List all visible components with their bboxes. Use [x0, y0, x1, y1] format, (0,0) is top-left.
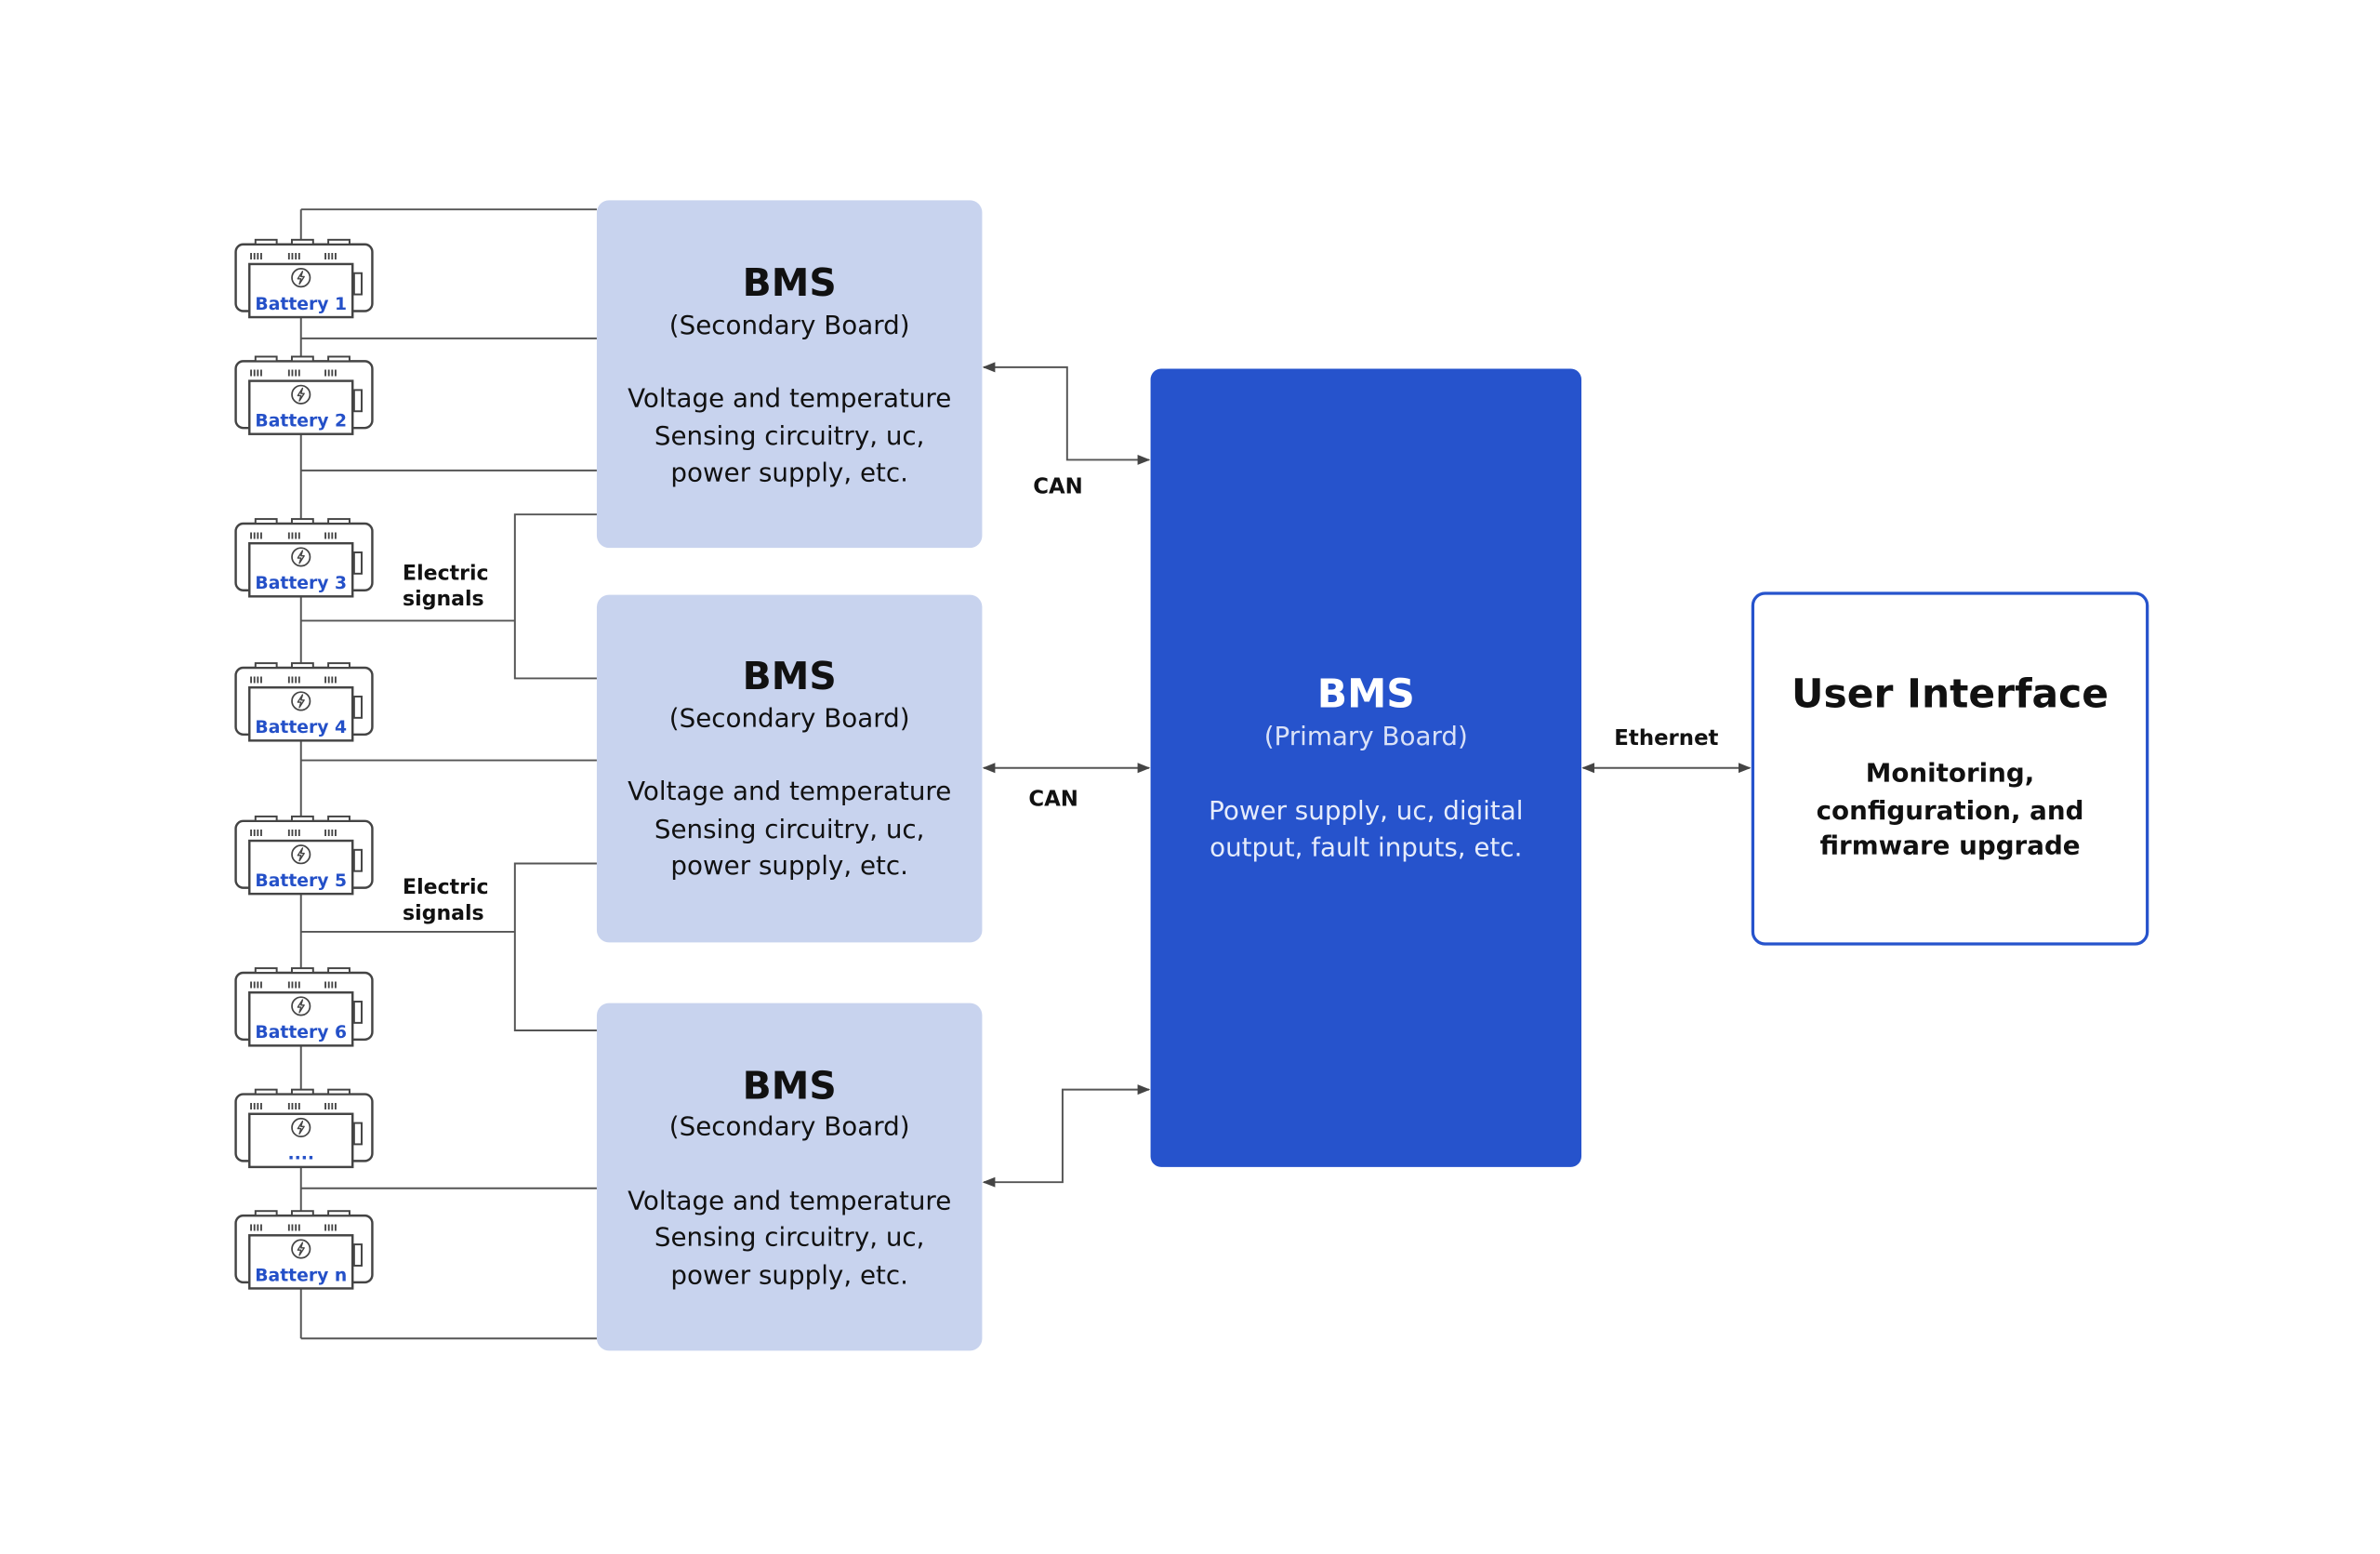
board-description: Voltage and temperature: [628, 776, 951, 806]
ui-description: configuration, and: [1817, 795, 2084, 826]
board-description: power supply, etc.: [670, 850, 908, 881]
svg-text:IIII: IIII: [324, 675, 337, 685]
can-label: CAN: [1028, 788, 1078, 812]
svg-text:IIII: IIII: [287, 829, 301, 839]
board-description: output, fault inputs, etc.: [1210, 831, 1522, 862]
battery-icon: IIII IIII IIII Battery n: [234, 1210, 374, 1290]
ui-title: User Interface: [1792, 671, 2109, 717]
can-connection-3: [982, 1084, 1151, 1188]
battery-icon: IIII IIII IIII Battery 4: [234, 662, 374, 742]
board-description: Sensing circuitry, uc,: [654, 814, 925, 844]
battery-label: Battery 4: [255, 718, 347, 737]
battery-icon: IIII IIII IIII ....: [234, 1088, 374, 1169]
svg-text:IIII: IIII: [324, 531, 337, 541]
electric-signals-label: Electric signals: [403, 562, 496, 611]
battery-label: Battery 2: [255, 412, 347, 432]
battery-icon: IIII IIII IIII Battery 6: [234, 967, 374, 1047]
can-connection-1: CAN: [982, 362, 1151, 498]
svg-text:IIII: IIII: [287, 531, 301, 541]
battery-label: Battery 1: [255, 295, 347, 314]
svg-text:IIII: IIII: [324, 369, 337, 379]
svg-text:IIII: IIII: [249, 1102, 263, 1112]
board-title: BMS: [1317, 671, 1415, 717]
svg-text:IIII: IIII: [249, 675, 263, 685]
battery-label: ....: [287, 1145, 313, 1164]
svg-text:IIII: IIII: [249, 369, 263, 379]
electric-signals-label: Electric signals: [403, 876, 496, 925]
svg-text:IIII: IIII: [324, 1102, 337, 1112]
battery-icon: IIII IIII IIII Battery 5: [234, 815, 374, 896]
battery-icon: IIII IIII IIII Battery 3: [234, 518, 374, 598]
board-description: Sensing circuitry, uc,: [654, 1222, 925, 1253]
secondary-board-3: BMS (Secondary Board) Voltage and temper…: [596, 1003, 983, 1351]
battery-icon: IIII IIII IIII Battery 1: [234, 238, 374, 319]
svg-text:IIII: IIII: [249, 531, 263, 541]
secondary-board-2: BMS (Secondary Board) Voltage and temper…: [596, 594, 983, 943]
svg-text:IIII: IIII: [324, 829, 337, 839]
svg-text:IIII: IIII: [249, 252, 263, 262]
svg-text:IIII: IIII: [287, 1223, 301, 1233]
board-title: BMS: [743, 1063, 837, 1108]
svg-text:IIII: IIII: [287, 252, 301, 262]
battery-label: Battery 5: [255, 871, 347, 891]
battery-label: Battery 3: [255, 574, 347, 593]
user-interface-box: User Interface Monitoring, configuration…: [1751, 591, 2149, 946]
secondary-board-1: BMS (Secondary Board) Voltage and temper…: [596, 200, 983, 549]
board-title: BMS: [743, 654, 837, 698]
board-title: BMS: [743, 260, 837, 305]
svg-text:IIII: IIII: [287, 980, 301, 990]
svg-text:IIII: IIII: [324, 980, 337, 990]
ethernet-label: Ethernet: [1614, 726, 1718, 750]
svg-text:IIII: IIII: [249, 1223, 263, 1233]
battery-stack: IIII IIII IIII Battery 1 IIII IIII IIII …: [234, 238, 374, 1290]
board-subtitle: (Secondary Board): [669, 1111, 910, 1142]
svg-text:IIII: IIII: [287, 675, 301, 685]
ui-description: Monitoring,: [1866, 757, 2035, 788]
board-description: power supply, etc.: [670, 1260, 908, 1291]
battery-label: Battery n: [255, 1266, 347, 1285]
board-subtitle: (Primary Board): [1264, 721, 1468, 751]
svg-text:IIII: IIII: [249, 829, 263, 839]
svg-text:IIII: IIII: [287, 1102, 301, 1112]
board-description: Power supply, uc, digital: [1209, 795, 1523, 826]
battery-label: Battery 6: [255, 1023, 347, 1043]
svg-text:IIII: IIII: [324, 252, 337, 262]
board-description: Voltage and temperature: [628, 382, 951, 413]
board-subtitle: (Secondary Board): [669, 310, 910, 340]
board-description: Sensing circuitry, uc,: [654, 420, 925, 451]
svg-text:IIII: IIII: [287, 369, 301, 379]
board-subtitle: (Secondary Board): [669, 703, 910, 734]
svg-text:IIII: IIII: [249, 980, 263, 990]
battery-icon: IIII IIII IIII Battery 2: [234, 355, 374, 435]
ui-description: firmware upgrade: [1819, 830, 2080, 861]
can-label: CAN: [1033, 474, 1083, 498]
board-description: power supply, etc.: [670, 457, 908, 487]
can-connection-2: CAN: [982, 763, 1151, 812]
primary-board: BMS (Primary Board) Power supply, uc, di…: [1150, 368, 1582, 1167]
ethernet-connection: Ethernet: [1581, 726, 1752, 774]
svg-text:IIII: IIII: [324, 1223, 337, 1233]
board-description: Voltage and temperature: [628, 1186, 951, 1216]
